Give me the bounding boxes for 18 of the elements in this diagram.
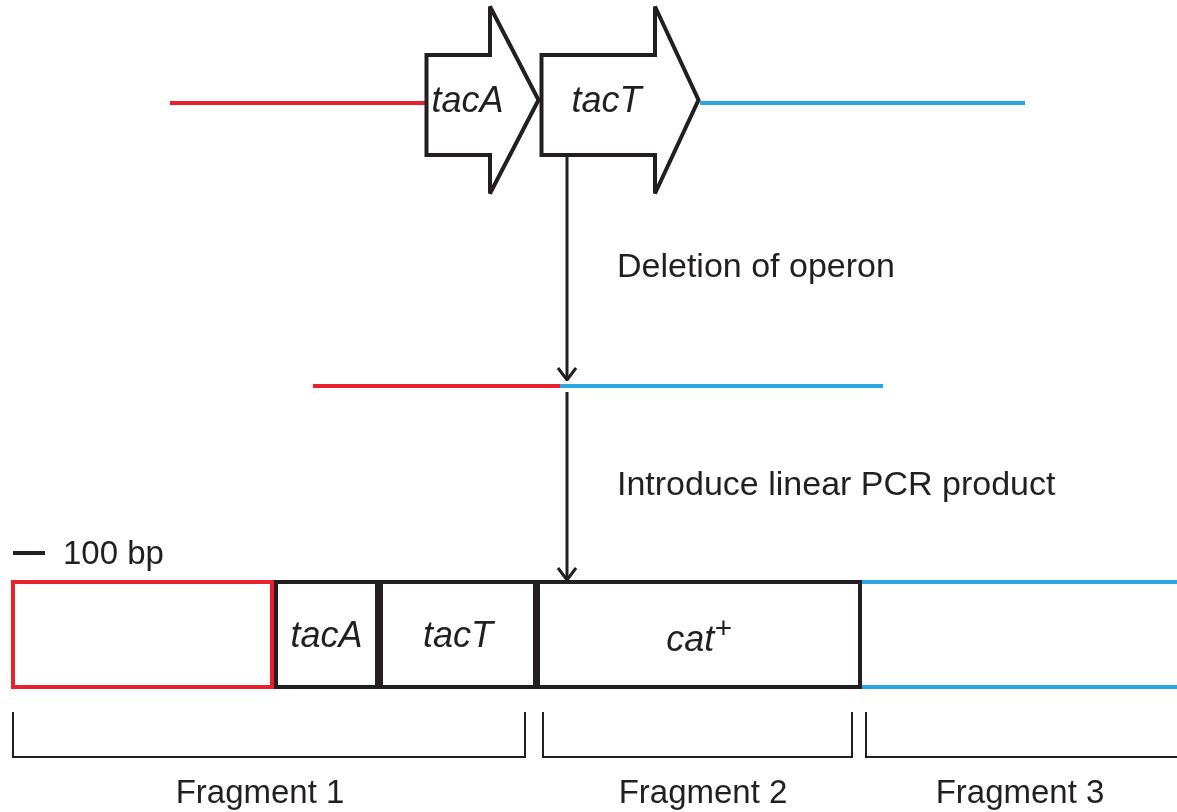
scale-label: 100 bp bbox=[63, 536, 164, 569]
fragment-label: Fragment 2 bbox=[618, 775, 788, 808]
cassette-box bbox=[536, 580, 862, 689]
gene-label: tacT bbox=[571, 82, 642, 118]
gene-box bbox=[274, 580, 379, 689]
fragment-label: Fragment 3 bbox=[935, 775, 1105, 808]
fragment-label: Fragment 1 bbox=[175, 775, 345, 808]
gene-label: tacT bbox=[423, 616, 493, 653]
flank-region-box bbox=[11, 580, 274, 689]
gene-box bbox=[379, 580, 537, 689]
gene-arrow bbox=[425, 5, 540, 195]
flank-region-box bbox=[862, 580, 1177, 689]
arrow bbox=[556, 392, 578, 582]
gene-arrow bbox=[540, 5, 700, 195]
gene-label: cat$^{+}$ bbox=[666, 612, 732, 657]
gene-label: tacA bbox=[431, 82, 504, 118]
arrow bbox=[556, 155, 578, 382]
gene-label: tacA bbox=[290, 616, 363, 653]
